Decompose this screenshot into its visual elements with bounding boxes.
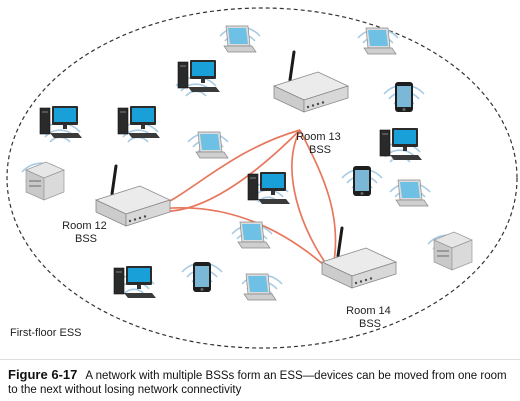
room-14-label: Room 14 BSS xyxy=(346,305,394,330)
link-13-14-b xyxy=(291,129,333,273)
room-12-name: Room 12 xyxy=(62,220,107,232)
laptop-icon xyxy=(219,25,261,53)
ess-diagram: Room 12 BSS Room 13 BSS Room 14 BSS Firs… xyxy=(6,7,518,349)
laptop-icon xyxy=(187,131,229,159)
link-13-14 xyxy=(299,129,337,273)
access-point-icon xyxy=(320,226,398,290)
desktop-computer-icon xyxy=(379,127,423,163)
room-13-type: BSS xyxy=(309,144,331,156)
smartphone-icon xyxy=(181,262,223,292)
printer-icon xyxy=(427,231,473,271)
laptop-icon xyxy=(241,273,283,301)
desktop-computer-icon xyxy=(117,105,161,143)
ess-boundary xyxy=(6,7,518,349)
desktop-computer-icon xyxy=(113,265,157,299)
room-12-type: BSS xyxy=(75,233,97,245)
desktop-computer-icon xyxy=(247,171,291,205)
link-12-13 xyxy=(151,129,301,211)
printer-icon xyxy=(21,161,65,201)
figure-number: Figure 6-17 xyxy=(8,367,78,382)
room-14-type: BSS xyxy=(359,318,381,330)
laptop-icon xyxy=(231,221,273,249)
room-14-name: Room 14 xyxy=(346,305,391,317)
room-12-label: Room 12 BSS xyxy=(62,220,110,245)
desktop-computer-icon xyxy=(175,59,221,97)
link-12-14 xyxy=(151,206,333,273)
smartphone-icon xyxy=(341,166,383,196)
desktop-computer-icon xyxy=(39,105,83,143)
ess-label: First-floor ESS xyxy=(10,327,82,339)
access-point-icon xyxy=(272,50,350,114)
smartphone-icon xyxy=(383,82,425,112)
caption-text: A network with multiple BSSs form an ESS… xyxy=(8,370,507,396)
caption-divider xyxy=(0,359,520,360)
room-13-label: Room 13 BSS xyxy=(296,131,344,156)
room-13-name: Room 13 xyxy=(296,131,341,143)
access-point-icon xyxy=(94,164,172,228)
laptop-icon xyxy=(389,179,431,207)
